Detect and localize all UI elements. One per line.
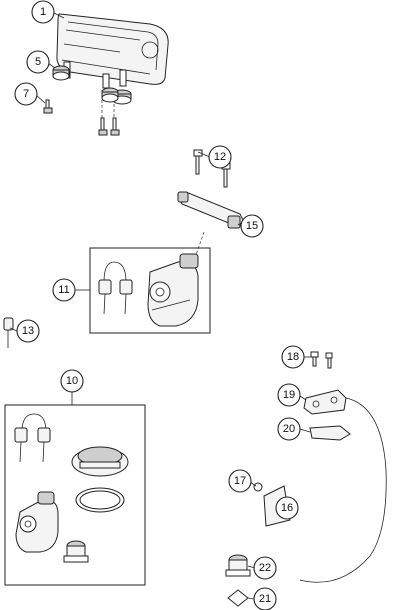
ignition-key-pair: [98, 261, 133, 315]
svg-text:17: 17: [234, 475, 246, 487]
washer: [227, 589, 249, 607]
lock-set-frame: [4, 404, 146, 586]
callout-13: 13: [16, 319, 40, 343]
cable-holder: [303, 389, 347, 415]
key: [3, 317, 14, 348]
svg-text:15: 15: [246, 220, 258, 232]
release-cable: [299, 397, 387, 583]
bolts: [310, 351, 333, 369]
rubber-grommet: [52, 65, 132, 105]
svg-text:7: 7: [23, 88, 29, 100]
leader-line: [247, 597, 255, 600]
svg-text:5: 5: [35, 56, 41, 68]
callout-11: 11: [52, 278, 76, 302]
lock-set-ignition-lock: [15, 491, 59, 553]
svg-text:11: 11: [58, 284, 69, 296]
svg-text:13: 13: [22, 325, 34, 337]
callout-5: 5: [26, 50, 50, 74]
callout-1: 1: [31, 0, 55, 24]
ignition-lock-frame: [89, 247, 211, 334]
seal-ring: [75, 487, 125, 513]
callout-16: 16: [275, 496, 299, 520]
callout-22: 22: [253, 556, 277, 580]
svg-text:1: 1: [40, 6, 46, 18]
callout-21: 21: [253, 587, 277, 610]
leader-line: [53, 12, 65, 19]
callout-12: 12: [208, 145, 232, 169]
leader-line: [197, 151, 211, 158]
callout-7: 7: [14, 82, 38, 106]
instrument-cluster: [56, 13, 169, 89]
bracket-plate: [309, 425, 351, 441]
lock-set-key-pair: [14, 413, 51, 463]
leader-line: [9, 327, 18, 332]
callout-10: 10: [60, 369, 84, 393]
mounting-bracket: [177, 149, 245, 256]
lock-cylinder: [225, 554, 251, 577]
callout-19: 19: [277, 383, 301, 407]
callout-18: 18: [281, 345, 305, 369]
ignition-lock: [147, 253, 199, 327]
leader-line: [35, 94, 46, 104]
svg-text:22: 22: [259, 562, 271, 574]
callout-15: 15: [240, 214, 264, 238]
svg-text:10: 10: [66, 375, 78, 387]
screw: [43, 90, 120, 136]
leader-line: [299, 428, 311, 433]
fuel-cap: [71, 446, 129, 477]
callout-17: 17: [228, 469, 252, 493]
seat-lock: [63, 540, 89, 563]
svg-text:21: 21: [259, 593, 271, 605]
svg-text:18: 18: [287, 351, 299, 363]
svg-text:20: 20: [283, 423, 295, 435]
leader-line: [299, 395, 307, 401]
svg-text:16: 16: [281, 502, 293, 514]
svg-text:12: 12: [214, 151, 226, 163]
callout-20: 20: [277, 417, 301, 441]
svg-text:19: 19: [283, 389, 295, 401]
